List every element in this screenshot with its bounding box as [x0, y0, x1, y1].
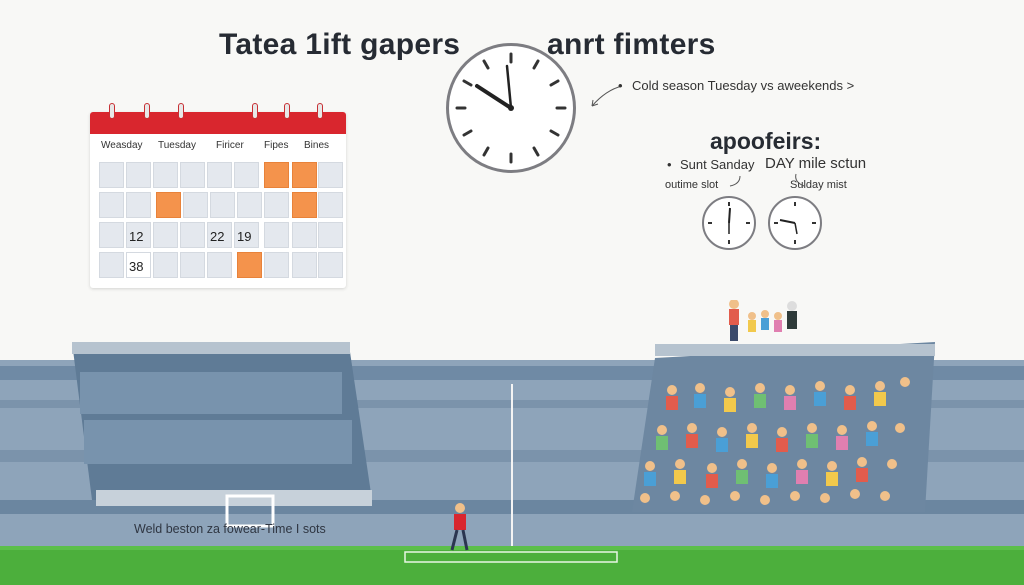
calendar-cell[interactable]	[318, 222, 343, 248]
option-day: DAY mile sctun	[765, 155, 867, 172]
calendar-cell[interactable]	[292, 252, 317, 278]
calendar-cell[interactable]	[207, 252, 232, 278]
page-title-right: anrt fimters	[547, 28, 716, 61]
calendar-cell-highlighted[interactable]	[156, 192, 181, 218]
calendar-cell[interactable]	[318, 192, 343, 218]
calendar-cell[interactable]	[180, 162, 205, 188]
calendar-ring-icon	[178, 103, 184, 119]
goal	[225, 494, 275, 528]
calendar-cell[interactable]	[153, 162, 178, 188]
calendar-day-labels: Weasday Tuesday Firicer Fipes Bines	[90, 140, 346, 154]
family-figures	[729, 300, 797, 341]
calendar-cell[interactable]	[210, 192, 235, 218]
calendar-cell[interactable]	[264, 222, 289, 248]
calendar-cell[interactable]: 12	[126, 222, 151, 248]
calendar-ring-icon	[144, 103, 150, 119]
calendar-cell[interactable]	[237, 192, 262, 218]
clock-icon	[702, 196, 756, 250]
calendar-cell[interactable]: 19	[234, 222, 259, 248]
calendar-cell[interactable]	[126, 162, 151, 188]
calendar-number: 12	[129, 229, 144, 244]
note-text: Cold season Tuesday vs aweekends >	[632, 78, 855, 93]
arrow-icon	[729, 175, 741, 187]
calendar-cell[interactable]	[99, 192, 124, 218]
day-label: Weasday	[101, 140, 143, 151]
clock-icon	[446, 43, 576, 173]
calendar-ring-icon	[252, 103, 258, 119]
calendar-number: 19	[237, 229, 252, 244]
calendar-cell[interactable]	[99, 222, 124, 248]
arrow-icon	[795, 173, 805, 187]
bullet-icon: •	[618, 78, 623, 93]
calendar-cell[interactable]	[180, 222, 205, 248]
calendar-ring-icon	[109, 103, 115, 119]
option-sunday: Sunt Sanday	[680, 157, 755, 172]
calendar-cell[interactable]	[99, 252, 124, 278]
option-sulday: Sulday mist	[790, 179, 847, 191]
clock-face	[708, 202, 750, 244]
right-stand	[632, 342, 935, 512]
calendar-cell[interactable]	[183, 192, 208, 218]
clock-face	[774, 202, 816, 244]
option-outime: outime slot	[665, 179, 719, 191]
page-title-left: Tatea 1ift gapers	[219, 28, 461, 61]
calendar-cell-highlighted[interactable]	[264, 162, 289, 188]
calendar-ring-icon	[317, 103, 323, 119]
calendar-cell[interactable]	[318, 162, 343, 188]
calendar-ring-icon	[284, 103, 290, 119]
bullet-icon: •	[667, 157, 672, 172]
calendar: Weasday Tuesday Firicer Fipes Bines 12 2…	[90, 103, 346, 288]
stadium-illustration	[0, 300, 1024, 585]
clock-face	[455, 52, 567, 164]
calendar-cell[interactable]	[207, 162, 232, 188]
day-label: Firicer	[216, 140, 244, 151]
calendar-cell[interactable]	[292, 222, 317, 248]
calendar-number: 22	[210, 229, 225, 244]
calendar-cell[interactable]	[180, 252, 205, 278]
calendar-cell-highlighted[interactable]	[292, 162, 317, 188]
calendar-cell[interactable]	[99, 162, 124, 188]
crowd	[640, 377, 910, 505]
calendar-cell[interactable]	[234, 162, 259, 188]
day-label: Tuesday	[158, 140, 196, 151]
calendar-cell[interactable]	[153, 252, 178, 278]
calendar-cell[interactable]	[264, 252, 289, 278]
calendar-header	[90, 103, 346, 134]
calendar-cell-highlighted[interactable]	[292, 192, 317, 218]
arrow-icon	[591, 85, 623, 107]
section-subtitle: apoofeirs:	[710, 128, 822, 154]
day-label: Bines	[304, 140, 330, 151]
player-figure	[450, 503, 469, 551]
calendar-cell[interactable]	[318, 252, 343, 278]
calendar-cell-highlighted[interactable]	[237, 252, 262, 278]
calendar-cell[interactable]	[264, 192, 289, 218]
calendar-cell[interactable]: 38	[126, 252, 151, 278]
day-label: Fipes	[264, 140, 289, 151]
clock-icon	[768, 196, 822, 250]
calendar-number: 38	[129, 259, 144, 274]
calendar-grid: 12 22 19 38	[99, 162, 343, 280]
calendar-cell[interactable]: 22	[207, 222, 232, 248]
calendar-cell[interactable]	[153, 222, 178, 248]
footer-caption: Weld beston za fowear-Time I sots	[134, 522, 326, 536]
calendar-cell[interactable]	[126, 192, 151, 218]
